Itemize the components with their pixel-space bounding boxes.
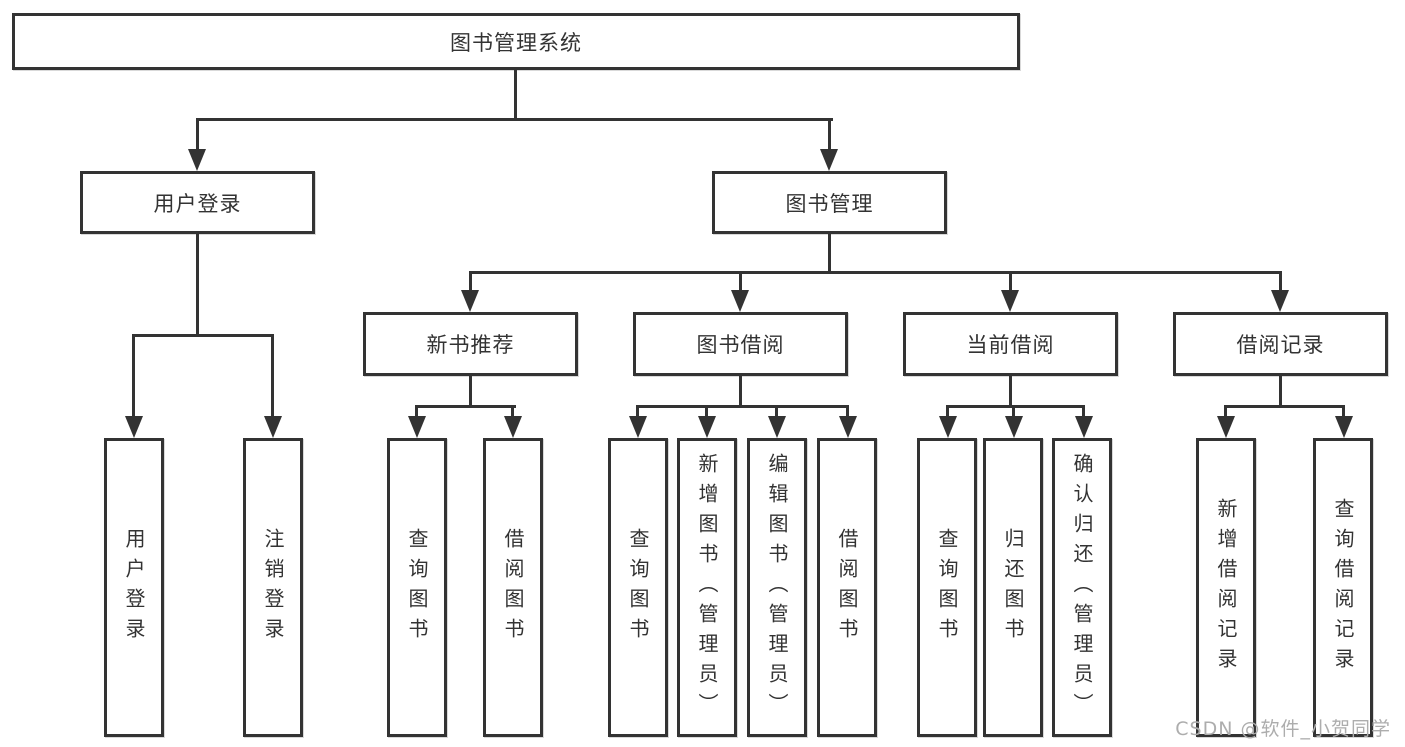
- leaf-records-add-record: 新增借阅记录: [1196, 438, 1256, 737]
- arrowhead: [461, 290, 479, 312]
- leaf-current-return-book: 归还图书: [983, 438, 1043, 737]
- connector-stem: [1009, 271, 1012, 291]
- arrowhead: [125, 416, 143, 438]
- arrowhead: [820, 149, 838, 171]
- arrowhead: [698, 416, 716, 438]
- connector-stem: [946, 405, 949, 418]
- connector-stem: [1342, 405, 1345, 418]
- node-user-login: 用户登录: [80, 171, 315, 234]
- node-book-management-label: 图书管理: [785, 191, 874, 216]
- leaf-records-add-record-label: 新增借阅记录: [1214, 497, 1238, 678]
- connector-stem: [1279, 271, 1282, 291]
- arrowhead: [1005, 416, 1023, 438]
- leaf-records-query-record-label: 查询借阅记录: [1331, 497, 1355, 678]
- leaf-logout: 注销登录: [243, 438, 303, 737]
- connector-stem: [511, 405, 514, 418]
- node-user-login-label: 用户登录: [153, 191, 242, 216]
- leaf-current-query-book: 查询图书: [917, 438, 977, 737]
- leaf-current-return-book-label: 归还图书: [1001, 527, 1025, 648]
- connector-stem: [1082, 405, 1085, 418]
- connector-stem: [739, 271, 742, 291]
- connector-stem: [775, 405, 778, 418]
- connector-branch: [132, 334, 273, 337]
- leaf-recommend-borrow-book-label: 借阅图书: [501, 527, 525, 648]
- node-root: 图书管理系统: [12, 13, 1020, 70]
- connector-root-stub: [514, 70, 517, 120]
- connector-stem: [705, 405, 708, 418]
- node-book-management: 图书管理: [712, 171, 947, 234]
- leaf-borrow-edit-book-admin: 编辑图书（管理员）: [747, 438, 807, 737]
- arrowhead: [629, 416, 647, 438]
- connector-stub: [196, 234, 199, 337]
- connector-stub: [828, 234, 831, 273]
- arrowhead: [1217, 416, 1235, 438]
- connector-stub: [1279, 376, 1282, 408]
- node-book-borrow-label: 图书借阅: [696, 333, 785, 357]
- connector-branch: [1224, 405, 1345, 408]
- leaf-logout-label: 注销登录: [261, 527, 285, 648]
- arrowhead: [504, 416, 522, 438]
- node-current-borrow: 当前借阅: [903, 312, 1118, 376]
- connector-stem: [271, 334, 274, 418]
- arrowhead: [731, 290, 749, 312]
- connector-stem: [1224, 405, 1227, 418]
- node-new-book-recommend-label: 新书推荐: [426, 333, 515, 357]
- leaf-recommend-borrow-book: 借阅图书: [483, 438, 543, 737]
- connector-stem: [469, 271, 472, 291]
- connector-branch: [415, 405, 516, 408]
- leaf-recommend-query-book-label: 查询图书: [405, 527, 429, 648]
- connector-stub: [469, 376, 472, 408]
- node-root-label: 图书管理系统: [450, 30, 582, 55]
- node-borrow-records-label: 借阅记录: [1236, 333, 1325, 357]
- csdn-watermark: CSDN @软件_小贺同学: [1175, 718, 1391, 740]
- leaf-borrow-edit-book-admin-label: 编辑图书（管理员）: [765, 452, 789, 723]
- leaf-current-confirm-return-admin-label: 确认归还（管理员）: [1070, 452, 1094, 723]
- connector-l3-branch: [469, 271, 1282, 274]
- leaf-user-login: 用户登录: [104, 438, 164, 737]
- leaf-borrow-query-book-label: 查询图书: [626, 527, 650, 648]
- node-borrow-records: 借阅记录: [1173, 312, 1388, 376]
- node-book-borrow: 图书借阅: [633, 312, 848, 376]
- arrowhead: [1075, 416, 1093, 438]
- connector-stem: [196, 118, 199, 150]
- connector-stem: [132, 334, 135, 418]
- arrowhead: [939, 416, 957, 438]
- connector-l1-branch: [196, 118, 833, 121]
- leaf-borrow-add-book-admin-label: 新增图书（管理员）: [695, 452, 719, 723]
- connector-stem: [636, 405, 639, 418]
- arrowhead: [768, 416, 786, 438]
- arrowhead: [1335, 416, 1353, 438]
- connector-stem: [1012, 405, 1015, 418]
- leaf-borrow-query-book: 查询图书: [608, 438, 668, 737]
- node-current-borrow-label: 当前借阅: [966, 333, 1055, 357]
- connector-branch: [946, 405, 1085, 408]
- leaf-recommend-query-book: 查询图书: [387, 438, 447, 737]
- leaf-borrow-borrow-book: 借阅图书: [817, 438, 877, 737]
- arrowhead: [264, 416, 282, 438]
- arrowhead: [1001, 290, 1019, 312]
- leaf-records-query-record: 查询借阅记录: [1313, 438, 1373, 737]
- connector-branch: [636, 405, 849, 408]
- arrowhead: [188, 149, 206, 171]
- connector-stem: [415, 405, 418, 418]
- connector-stub: [739, 376, 742, 408]
- arrowhead: [839, 416, 857, 438]
- leaf-borrow-borrow-book-label: 借阅图书: [835, 527, 859, 648]
- connector-stub: [1009, 376, 1012, 408]
- leaf-current-query-book-label: 查询图书: [935, 527, 959, 648]
- leaf-current-confirm-return-admin: 确认归还（管理员）: [1052, 438, 1112, 737]
- arrowhead: [408, 416, 426, 438]
- leaf-user-login-label: 用户登录: [122, 527, 146, 648]
- node-new-book-recommend: 新书推荐: [363, 312, 578, 376]
- arrowhead: [1271, 290, 1289, 312]
- connector-stem: [846, 405, 849, 418]
- leaf-borrow-add-book-admin: 新增图书（管理员）: [677, 438, 737, 737]
- connector-stem: [828, 118, 831, 150]
